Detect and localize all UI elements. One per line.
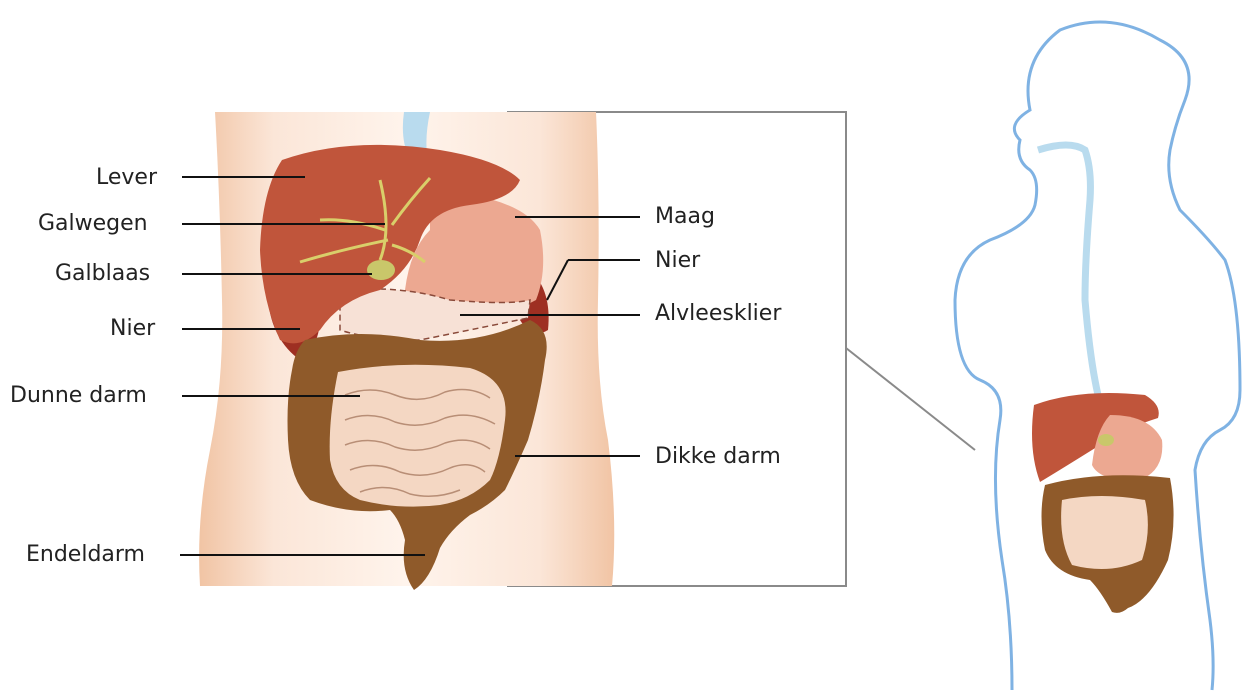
gallbladder-shape <box>367 260 395 280</box>
label-galblaas: Galblaas <box>55 263 150 285</box>
label-nier-left: Nier <box>110 318 155 340</box>
label-maag: Maag <box>655 206 715 228</box>
label-dikke-darm: Dikke darm <box>655 446 781 468</box>
zoom-connector-line <box>846 348 975 450</box>
label-nier-right: Nier <box>655 250 700 272</box>
label-dunne-darm: Dunne darm <box>10 385 147 407</box>
label-alvleesklier: Alvleesklier <box>655 303 781 325</box>
label-lever: Lever <box>96 167 157 189</box>
body-silhouette <box>955 22 1240 690</box>
label-endeldarm: Endeldarm <box>26 544 145 566</box>
small-intestine-shape <box>330 365 506 507</box>
silhouette-esophagus <box>1038 145 1098 395</box>
mini-organs <box>1032 393 1174 613</box>
label-galwegen: Galwegen <box>38 213 148 235</box>
